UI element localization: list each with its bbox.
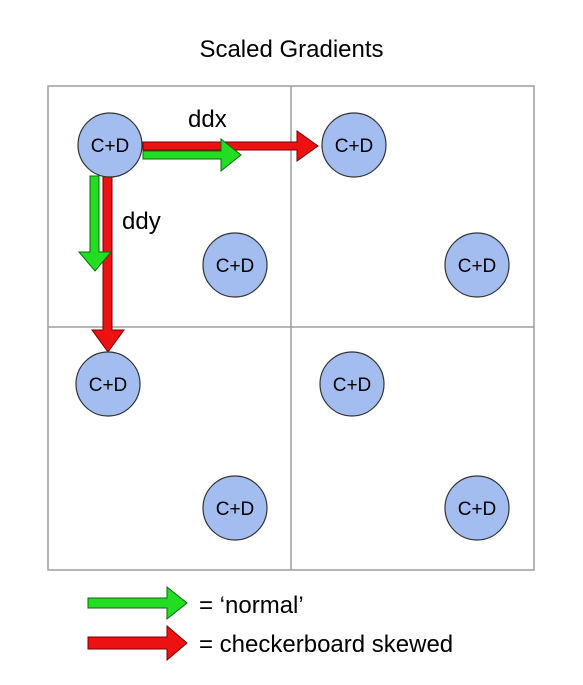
node-q4-a: C+D xyxy=(319,351,385,417)
ddx-green-arrow xyxy=(142,137,242,173)
legend-skewed-label: = checkerboard skewed xyxy=(199,631,454,658)
node-q4-b: C+D xyxy=(444,475,510,541)
node-label: C+D xyxy=(216,499,255,520)
legend-green-arrow xyxy=(87,585,188,621)
diagram-title: Scaled Gradients xyxy=(199,36,384,63)
node-q3-a: C+D xyxy=(75,351,141,417)
node-label: C+D xyxy=(216,256,255,277)
ddy-red-arrow xyxy=(91,175,125,353)
ddy-green-arrow xyxy=(77,175,113,272)
node-label: C+D xyxy=(333,375,372,396)
node-label: C+D xyxy=(89,375,128,396)
node-label: C+D xyxy=(458,499,497,520)
node-q2-b: C+D xyxy=(444,232,510,298)
node-label: C+D xyxy=(335,136,374,157)
nodes: C+D C+D C+D C+D C+D C+D C+D C+D xyxy=(75,112,510,541)
node-q3-b: C+D xyxy=(202,475,268,541)
node-label: C+D xyxy=(91,136,130,157)
legend-arrows xyxy=(87,585,188,662)
legend-normal-label: = ‘normal’ xyxy=(199,592,304,619)
node-q2-a: C+D xyxy=(321,112,387,178)
legend-red-arrow xyxy=(87,624,188,662)
ddx-label: ddx xyxy=(188,106,227,133)
node-q1-a: C+D xyxy=(77,112,143,178)
node-q1-b: C+D xyxy=(202,232,268,298)
ddy-label: ddy xyxy=(122,208,161,235)
arrows xyxy=(77,130,319,353)
node-label: C+D xyxy=(458,256,497,277)
